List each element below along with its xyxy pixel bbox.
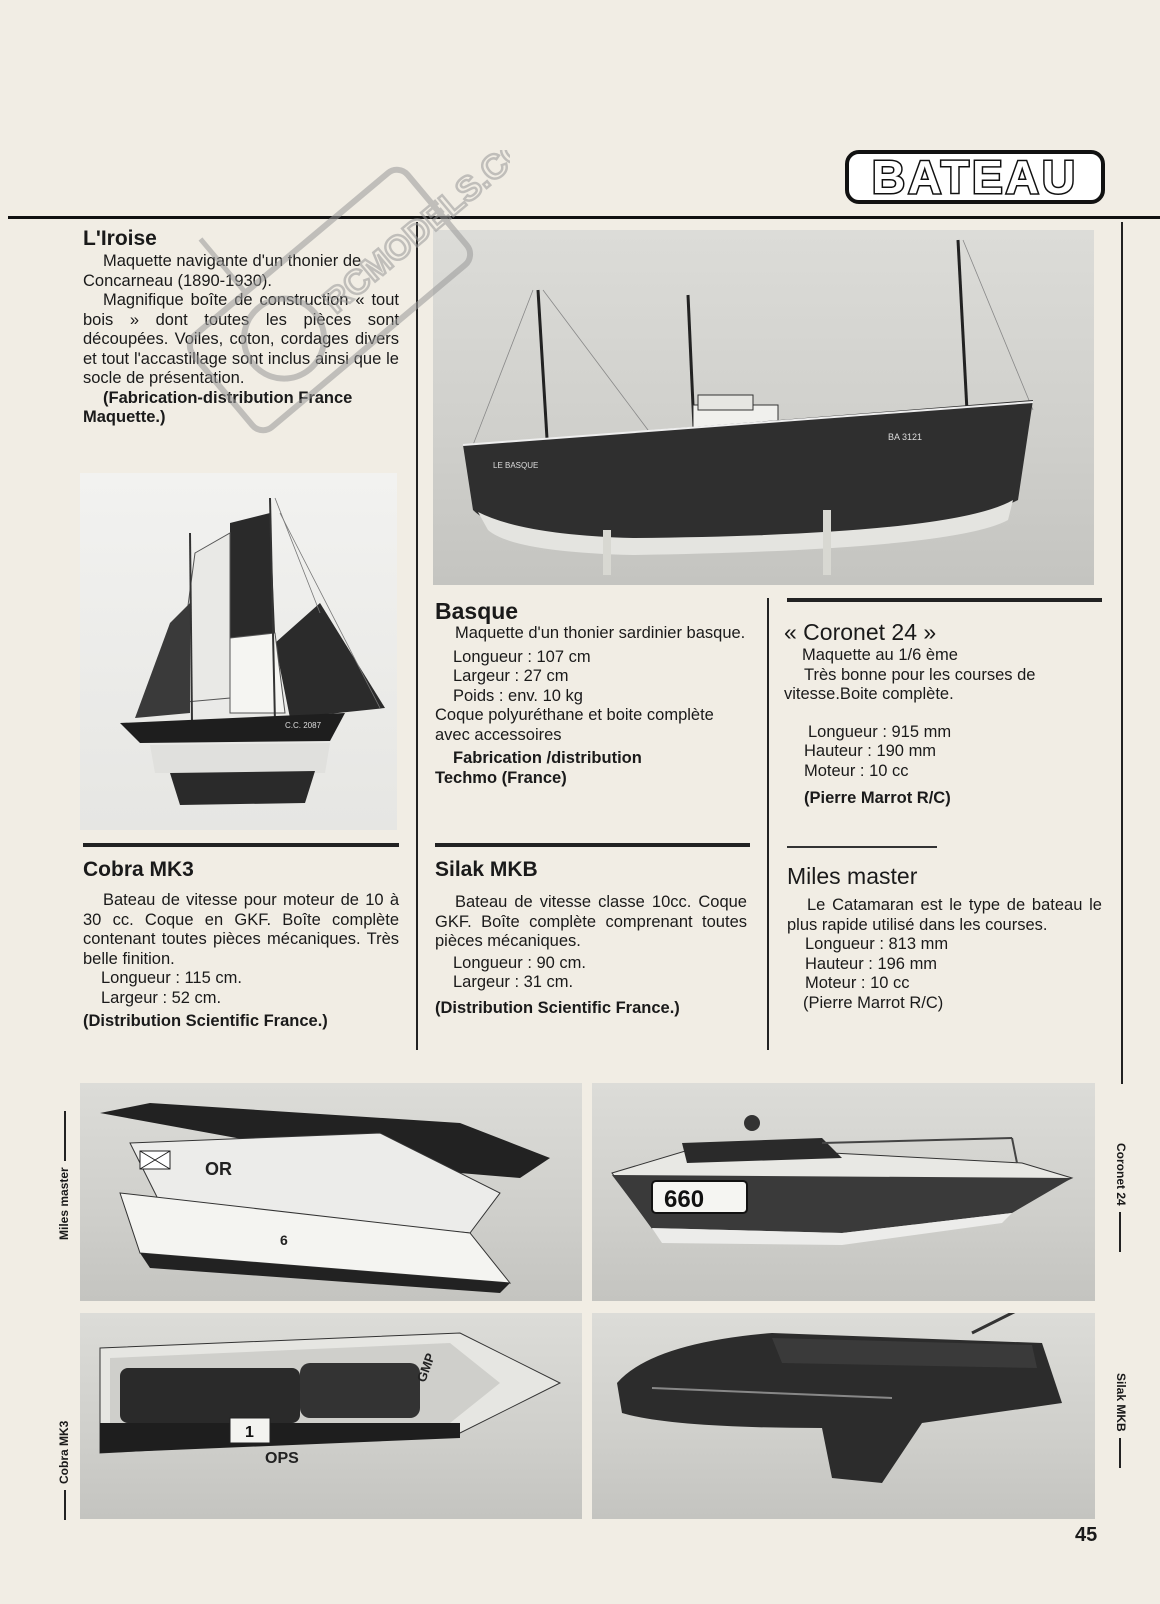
column-divider-1 [416,222,418,1050]
iroise-intro: Maquette navigante d'un thonier de Conca… [83,252,362,290]
miles-title: Miles master [787,863,918,889]
iroise-title: L'Iroise [83,227,157,250]
iroise-article: L'Iroise Maquette navigante d'un thonier… [83,226,399,428]
cobra-photo-ops: OPS [265,1450,299,1467]
silak-top-rule [435,843,750,847]
side-label-silak: Silak MKB [1114,1373,1128,1468]
coronet-motor: Moteur : 10 cc [804,761,909,780]
basque-title: Basque [435,598,519,624]
miles-height: Hauteur : 196 mm [805,954,938,973]
coronet-scale: Maquette au 1/6 ème [802,646,958,664]
cobra-top-rule [83,843,399,847]
basque-registration: BA 3121 [888,432,922,442]
coronet-photo: 660 [592,1083,1095,1301]
coronet-height: Hauteur : 190 mm [804,742,937,760]
coronet-length: Longueur : 915 mm [808,722,952,741]
iroise-photo: C.C. 2087 [80,473,397,830]
basque-width: Largeur : 27 cm [453,667,569,685]
iroise-description: Magnifique boîte de construction « tout … [83,291,399,387]
miles-article: Miles master Le Catamaran est le type de… [787,862,1102,1013]
iroise-credit: (Fabrication-distribution France Maquett… [83,388,353,427]
cobra-credit: (Distribution Scientific France.) [83,1012,328,1030]
silak-title: Silak MKB [435,858,538,881]
cobra-description: Bateau de vitesse pour moteur de 10 à 30… [83,891,399,968]
silak-length: Longueur : 90 cm. [453,953,586,972]
side-label-miles-master: Miles master [57,1111,71,1240]
miles-photo-code: OR [205,1159,232,1179]
coronet-article: « Coronet 24 » Maquette au 1/6 ème Très … [784,618,1104,809]
header-rule [8,216,1160,219]
basque-hull: Coque polyuréthane et boite complète ave… [435,706,714,744]
cobra-title: Cobra MK3 [83,858,194,881]
cobra-width: Largeur : 52 cm. [101,988,222,1007]
coronet-description: Très bonne pour les courses de vitesse.B… [784,665,1036,704]
silak-credit: (Distribution Scientific France.) [435,998,680,1017]
miles-top-rule [787,846,937,848]
miles-photo-number: 6 [280,1232,288,1248]
basque-length: Longueur : 107 cm [453,647,591,666]
silak-description: Bateau de vitesse classe 10cc. Coque GKF… [435,893,747,950]
coronet-top-rule [787,598,1102,602]
miles-length: Longueur : 813 mm [805,935,949,953]
basque-weight: Poids : env. 10 kg [453,686,583,705]
section-title: BATEAU [845,150,1105,205]
coronet-title: « Coronet 24 » [784,619,937,645]
cobra-article: Cobra MK3 Bateau de vitesse pour moteur … [83,857,399,1032]
cobra-photo: 1 OPS GMP [80,1313,582,1519]
page-number: 45 [1075,1524,1098,1546]
silak-article: Silak MKB Bateau de vitesse classe 10cc.… [435,857,747,1018]
basque-description: Maquette d'un thonier sardinier basque. [455,624,746,642]
side-label-cobra: Cobra MK3 [57,1421,71,1520]
miles-description: Le Catamaran est le type de bateau le pl… [787,896,1102,934]
right-edge-line [1121,222,1123,1084]
basque-article: Basque Maquette d'un thonier sardinier b… [435,598,747,788]
silak-width: Largeur : 31 cm. [453,973,574,991]
miles-master-photo: OR 6 [80,1083,582,1301]
silak-photo [592,1313,1095,1519]
miles-credit: (Pierre Marrot R/C) [803,993,944,1012]
cobra-length: Longueur : 115 cm. [101,969,242,987]
cobra-photo-number: 1 [245,1424,254,1441]
basque-credit-line1: Fabrication /distribution [453,749,642,767]
coronet-credit: (Pierre Marrot R/C) [804,789,951,807]
basque-credit-line2: Techmo (France) [435,768,567,787]
basque-photo: LE BASQUE BA 3121 [433,230,1094,585]
basque-boat-name: LE BASQUE [493,461,538,470]
coronet-photo-number: 660 [664,1186,704,1213]
iroise-registration: C.C. 2087 [285,721,322,730]
miles-motor: Moteur : 10 cc [805,974,910,992]
column-divider-2 [767,598,769,1050]
side-label-coronet: Coronet 24 [1114,1143,1128,1252]
